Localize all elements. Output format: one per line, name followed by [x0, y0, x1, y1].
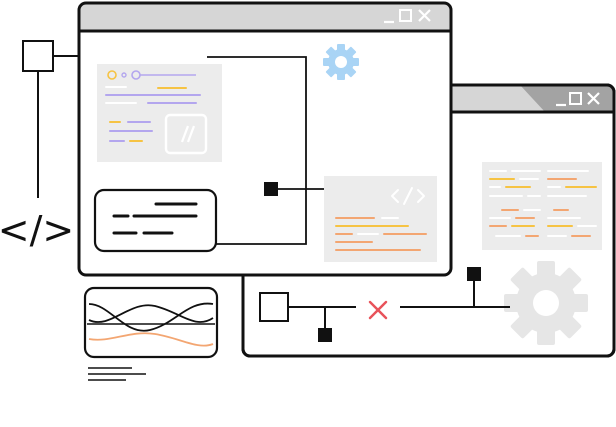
close-x-icon [368, 300, 388, 320]
code-panel [324, 176, 437, 262]
code-node [22, 40, 79, 198]
front-window-controls[interactable] [384, 9, 431, 24]
text-box [93, 188, 218, 253]
wave-chart-icon [83, 286, 219, 381]
internal-connector [207, 56, 324, 245]
code-symbol: </> [0, 208, 74, 252]
connector-flow [259, 275, 510, 330]
connector-node [318, 328, 332, 342]
front-window [77, 1, 453, 277]
connector-node [264, 182, 278, 196]
code-panel-back [482, 162, 602, 250]
document-panel [97, 64, 222, 162]
code-icon [391, 187, 425, 205]
back-window-controls[interactable] [556, 92, 600, 107]
gear-icon [504, 261, 588, 345]
gear-icon [323, 44, 359, 80]
connector-node [467, 267, 481, 281]
